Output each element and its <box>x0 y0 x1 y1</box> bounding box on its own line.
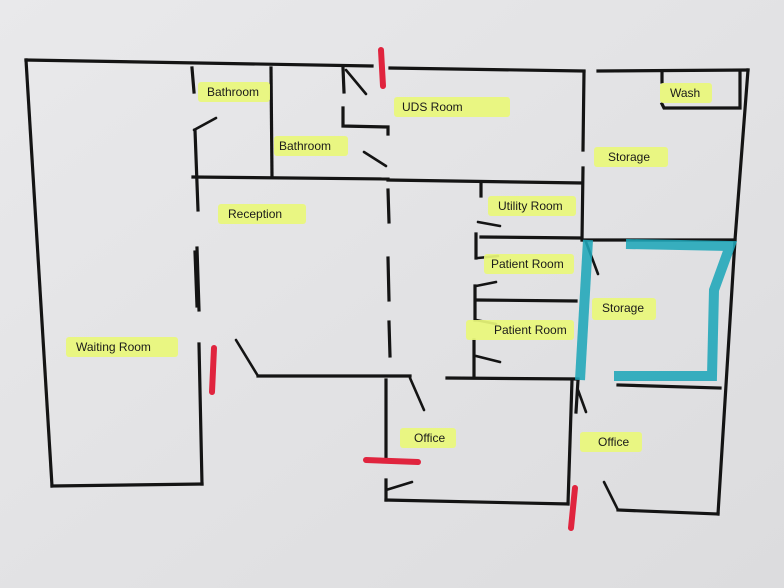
office-1-exit-door <box>384 480 414 492</box>
highlight-utility-room <box>488 196 576 216</box>
walls <box>24 58 750 516</box>
highlight-storage-2 <box>592 298 656 320</box>
uds-room-left-wall <box>341 66 390 136</box>
office-2-exit-door <box>602 480 620 512</box>
label-wash: Wash <box>670 86 700 100</box>
office-2-bottom-wall <box>616 508 720 516</box>
label-bathroom-2: Bathroom <box>279 139 331 153</box>
patient-room-divider <box>475 298 578 303</box>
label-storage-2: Storage <box>602 301 644 315</box>
label-patient-room-1: Patient Room <box>491 257 564 271</box>
label-patient-room-2: Patient Room <box>494 323 567 337</box>
office-1-bottom-wall <box>384 498 570 506</box>
blue-mark-left <box>575 239 593 381</box>
label-uds-room: UDS Room <box>402 100 463 114</box>
storage-left-wall <box>580 70 586 242</box>
label-bathroom-1: Bathroom <box>207 85 259 99</box>
blue-mark-storage <box>614 239 738 381</box>
highlight-office-2 <box>580 432 642 452</box>
wash-walls <box>659 70 742 110</box>
blue-marker-marks <box>575 239 738 381</box>
bathroom-bottom-wall <box>191 175 390 181</box>
reception-column-left <box>193 250 199 308</box>
label-storage-1: Storage <box>608 150 650 164</box>
office-1-door <box>408 376 426 412</box>
red-mark-top <box>378 47 386 89</box>
waiting-room-bottom-wall <box>50 482 204 488</box>
highlight-waiting-room <box>66 337 178 357</box>
label-utility-room: Utility Room <box>498 199 563 213</box>
highlight-reception <box>218 204 306 224</box>
patient-rooms-bottom-wall <box>445 376 580 381</box>
patient-room-3-door <box>474 354 502 364</box>
red-marker-marks <box>209 47 578 531</box>
label-office-2: Office <box>598 435 629 449</box>
reception-column-right <box>386 188 392 358</box>
bathroom-divider-wall <box>269 66 274 179</box>
utility-room-bottom-wall <box>479 235 582 240</box>
office-2-left-wall <box>574 378 580 414</box>
room-labels: Bathroom Bathroom UDS Room Wash Storage … <box>66 82 712 452</box>
uds-room-door <box>344 68 368 96</box>
office-1-right-wall <box>566 378 574 506</box>
waiting-room-right-wall <box>190 66 204 486</box>
office-2-door <box>576 388 588 414</box>
outer-top-wall <box>24 58 750 73</box>
highlight-patient-room-2 <box>466 320 574 340</box>
highlight-office-1 <box>400 428 456 448</box>
highlight-wash <box>660 83 712 103</box>
patient-rooms-left-wall <box>472 232 478 378</box>
label-reception: Reception <box>228 207 282 221</box>
highlight-uds-room <box>394 97 510 117</box>
highlight-patient-room-1 <box>484 254 574 274</box>
label-waiting-room: Waiting Room <box>76 340 151 354</box>
waiting-room-left-wall <box>24 58 54 488</box>
utility-room-door <box>476 220 502 228</box>
highlight-bathroom-1 <box>198 82 270 102</box>
bathroom-1-door <box>192 116 218 132</box>
red-mark-office-2 <box>568 485 578 531</box>
highlight-bathroom-2 <box>274 136 348 156</box>
bathroom-2-door <box>362 150 388 168</box>
red-mark-office-1 <box>363 457 421 465</box>
red-mark-waiting-room <box>209 345 217 395</box>
label-office-1: Office <box>414 431 445 445</box>
corridor-top-wall <box>386 178 583 185</box>
reception-door <box>234 338 260 378</box>
highlight-storage-1 <box>594 147 668 167</box>
